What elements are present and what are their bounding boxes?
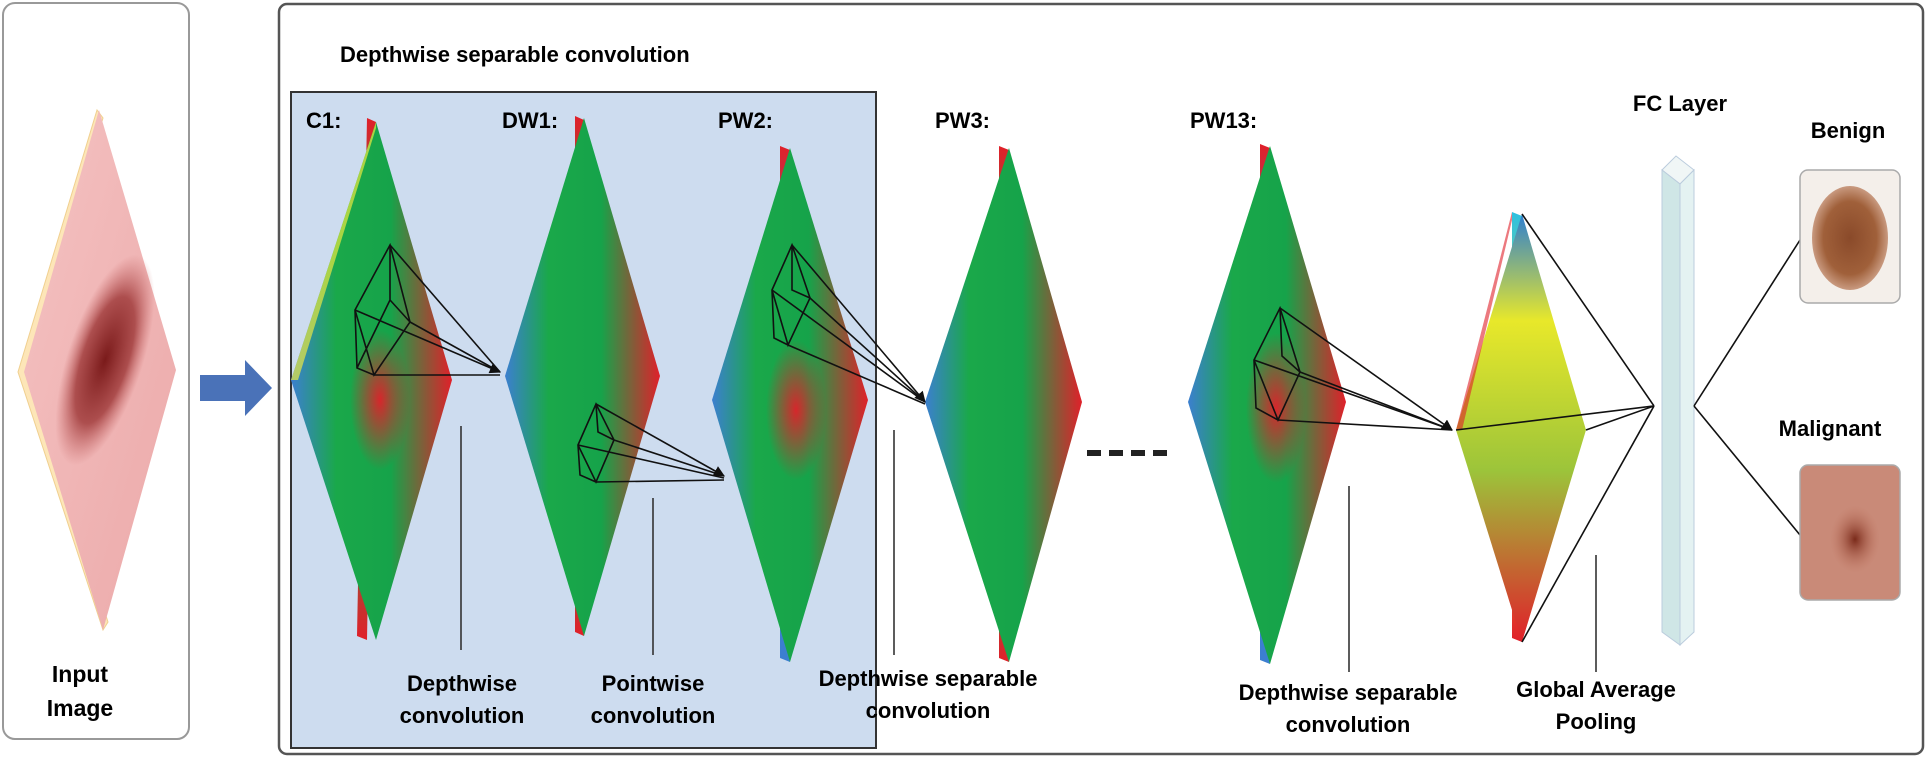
input-label-line2: Image (47, 695, 113, 721)
kernel-dw1 (577, 402, 725, 484)
benign-label: Benign (1811, 118, 1886, 143)
malignant-label: Malignant (1779, 416, 1882, 441)
feature-map-pw2: PW2: (712, 108, 868, 662)
kernel-pw13 (1253, 305, 1453, 431)
caption-sep2-line2: convolution (1286, 712, 1411, 737)
layer-label-pw2: PW2: (718, 108, 773, 133)
kernel-pw2 (771, 242, 926, 405)
network-frame (277, 2, 1925, 756)
input-label-line1: Input (52, 661, 109, 687)
caption-depthwise-line2: convolution (400, 703, 525, 728)
pool-to-fc-lines (1455, 213, 1655, 643)
input-lesion (55, 254, 155, 466)
layer-label-fc: FC Layer (1633, 91, 1728, 116)
layer-label-c1: C1: (306, 108, 341, 133)
layer-label-pw13: PW13: (1190, 108, 1257, 133)
input-arrow (200, 360, 272, 416)
caption-pointwise-line2: convolution (591, 703, 716, 728)
layer-label-dw1: DW1: (502, 108, 558, 133)
fc-to-output-lines (1693, 239, 1801, 536)
input-image-panel: Input Image (2, 2, 190, 740)
feature-map-dw1: DW1: (502, 108, 660, 636)
caption-gap-line2: Pooling (1556, 709, 1637, 734)
caption-depthwise-line1: Depthwise (407, 671, 517, 696)
feature-map-pw3: PW3: (925, 108, 1082, 662)
caption-sep1-line1: Depthwise separable (819, 666, 1038, 691)
fc-layer-bar: FC Layer (1633, 91, 1728, 647)
group-title: Depthwise separable convolution (340, 42, 690, 67)
kernel-c1 (354, 242, 502, 377)
caption-gap-line1: Global Average (1516, 677, 1676, 702)
input-slab-edge (17, 108, 109, 632)
ellipsis-dashes (1087, 450, 1167, 456)
output-malignant: Malignant (1779, 416, 1901, 601)
output-benign: Benign (1799, 118, 1901, 304)
pooling-map (1456, 212, 1586, 642)
feature-map-pw13: PW13: (1188, 108, 1346, 664)
caption-sep1-line2: convolution (866, 698, 991, 723)
caption-pointwise-line1: Pointwise (602, 671, 705, 696)
layer-label-pw3: PW3: (935, 108, 990, 133)
caption-leader-lines (460, 426, 1597, 672)
feature-map-c1: C1: (291, 108, 452, 640)
caption-sep2-line1: Depthwise separable (1239, 680, 1458, 705)
